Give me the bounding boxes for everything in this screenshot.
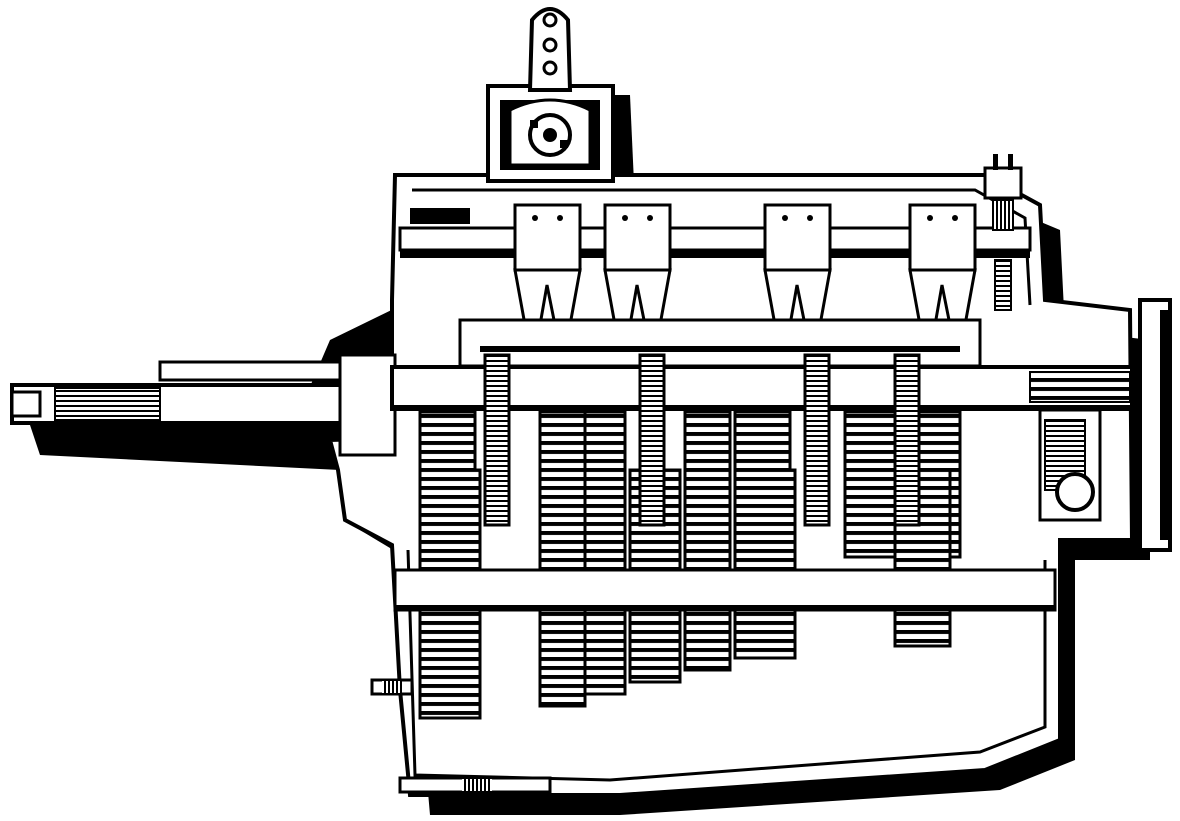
gear-c6	[733, 468, 797, 660]
shift-fork	[513, 203, 582, 327]
synchro-hub	[893, 353, 921, 527]
shift-lever-plate	[527, 7, 573, 92]
shift-tower	[486, 84, 615, 183]
main-shaft	[390, 365, 1134, 411]
synchro-hub	[483, 353, 511, 527]
shift-fork	[763, 203, 832, 327]
countershaft	[393, 568, 1057, 612]
drain-rod	[370, 678, 552, 794]
shift-fork	[908, 203, 977, 327]
synchro-ring-row	[458, 318, 982, 368]
shift-forks	[513, 203, 977, 327]
output-housing	[1038, 298, 1172, 552]
synchro-hubs	[483, 353, 921, 527]
gear-g6	[843, 410, 897, 559]
synchro-hub	[638, 353, 666, 527]
shift-fork	[603, 203, 672, 327]
detent-plunger	[983, 154, 1023, 311]
synchro-hub	[803, 353, 831, 527]
